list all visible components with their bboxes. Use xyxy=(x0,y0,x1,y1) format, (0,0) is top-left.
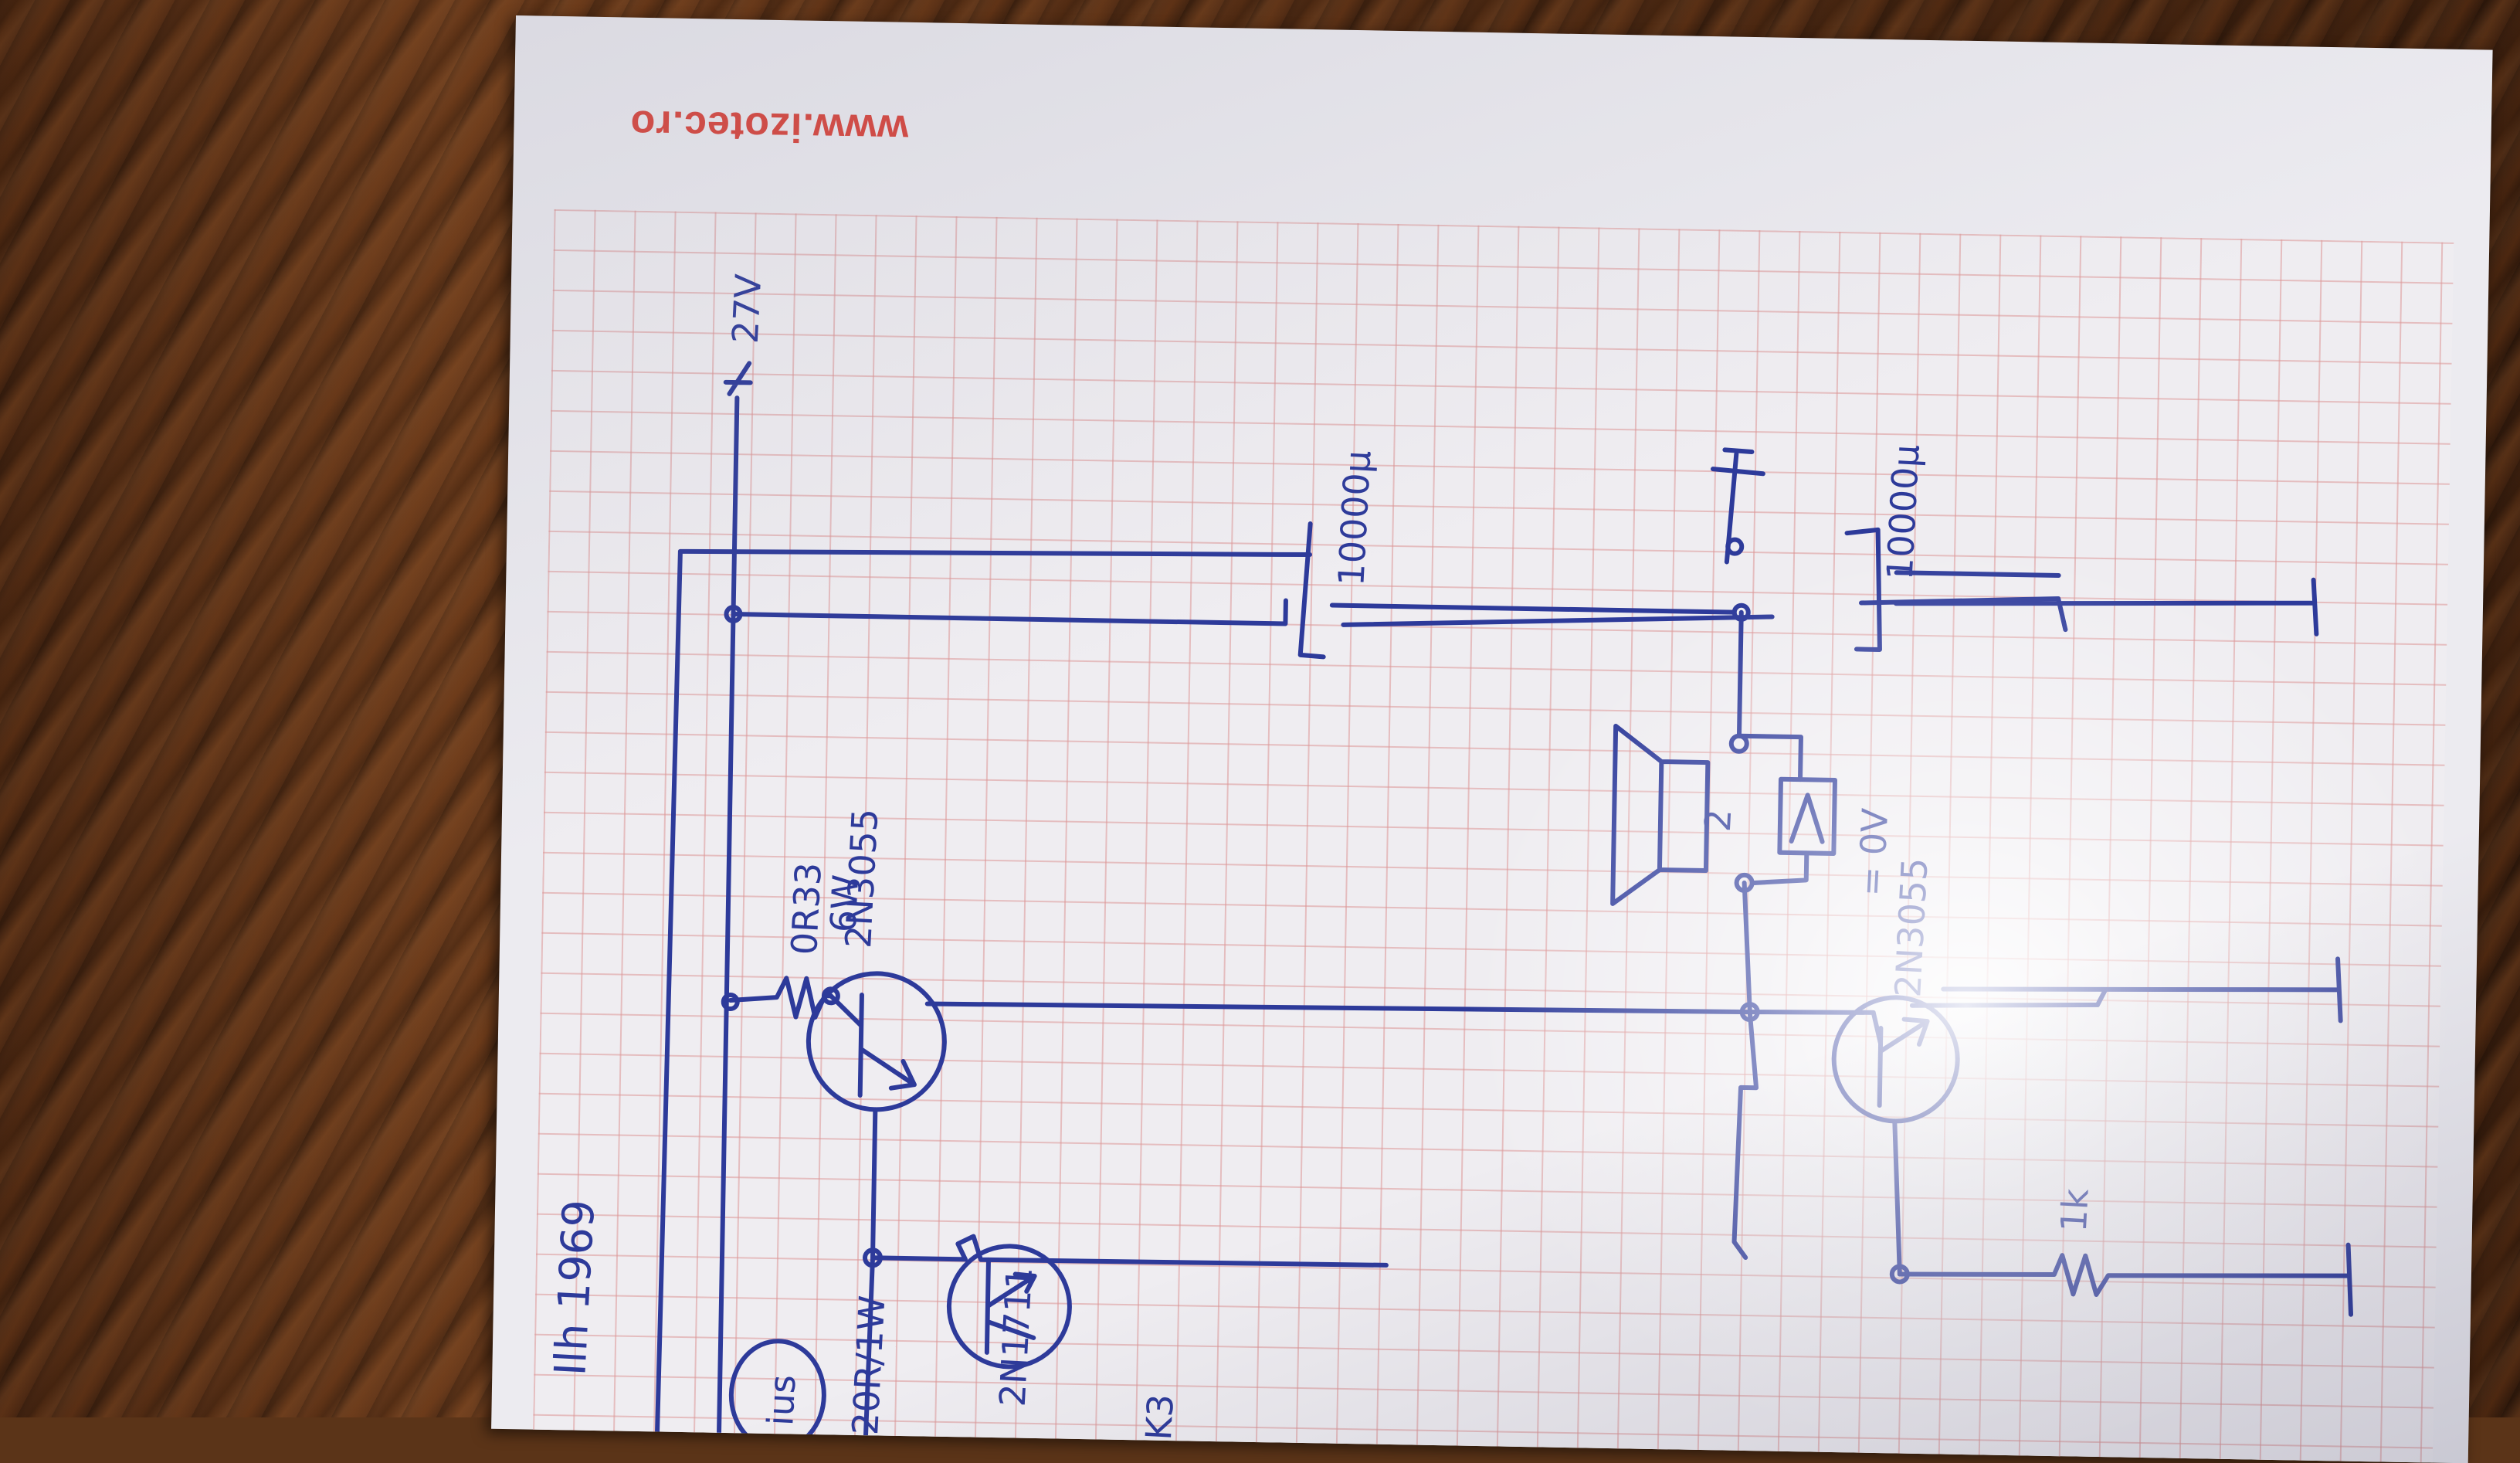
transistor-2n3055-bottom xyxy=(1831,995,1960,1124)
ground-stub xyxy=(1710,447,1765,565)
top-cap-left-plate xyxy=(731,598,1288,626)
driver-transistor-label: 2N1711 xyxy=(992,1266,1040,1407)
left-rail xyxy=(655,548,683,1434)
output-line xyxy=(1736,609,1744,738)
cap-bus-middle xyxy=(1329,603,1736,615)
meter-needle xyxy=(1789,793,1825,844)
transistor-2n1711 xyxy=(946,1244,1072,1370)
supply-voltage-label: 27V xyxy=(724,273,770,345)
resistor-1k-label: 1k xyxy=(2053,1187,2097,1233)
circled-note: ius xyxy=(759,1373,803,1427)
meter-icon xyxy=(1777,776,1837,856)
top-bus-line xyxy=(677,548,1312,558)
base-bias-line xyxy=(870,1234,1389,1268)
bottom-cap-ground-lead xyxy=(1893,577,2319,636)
resistor-20r xyxy=(863,1255,876,1438)
bottom-cap-plates xyxy=(1844,527,2068,652)
junction-node xyxy=(721,993,740,1012)
resistor-1k xyxy=(1897,1242,2354,1317)
transistor-2n3055-top xyxy=(806,971,947,1112)
junction-node xyxy=(724,605,743,624)
hand-drawn-schematic: 27V 10000µ 10000µ 2 = 0V 0R33 6W 2N3055 … xyxy=(545,273,2354,1452)
transistor-bottom-leads xyxy=(1747,956,2343,1277)
driver-transistor-leads xyxy=(984,1257,1037,1355)
resistor-20r-label: 20R/1W xyxy=(844,1295,893,1436)
top-cap-plate xyxy=(1297,521,1326,660)
supply-terminal xyxy=(723,361,753,396)
driver-feedback-loop xyxy=(1731,1010,1759,1261)
meter-leads xyxy=(1736,733,1809,886)
top-transistor-label: 2N3055 xyxy=(837,807,886,949)
date-note: Ilh 1969 xyxy=(545,1199,605,1377)
supply-rail xyxy=(717,395,740,1435)
resistor-power-label: 6W xyxy=(822,874,867,933)
speaker-impedance-label: 2 xyxy=(1697,808,1739,833)
graph-paper-sheet: www.izotec.ro 27V 10000µ 10000µ 2 = 0V xyxy=(491,15,2493,1463)
output-to-midpoint xyxy=(1742,880,1752,1013)
junction-node xyxy=(1725,537,1745,556)
speaker-icon xyxy=(1610,723,1711,906)
bottom-transistor-label: 2N3055 xyxy=(1887,857,1935,998)
bottom-cap-label: 10000µ xyxy=(1879,443,1928,581)
resistor-value-label: 0R33 xyxy=(783,861,829,956)
meter-reading-label: = 0V xyxy=(1850,807,1896,898)
transistor-top-leads xyxy=(828,993,1752,1261)
top-cap-label: 10000µ xyxy=(1330,450,1379,587)
